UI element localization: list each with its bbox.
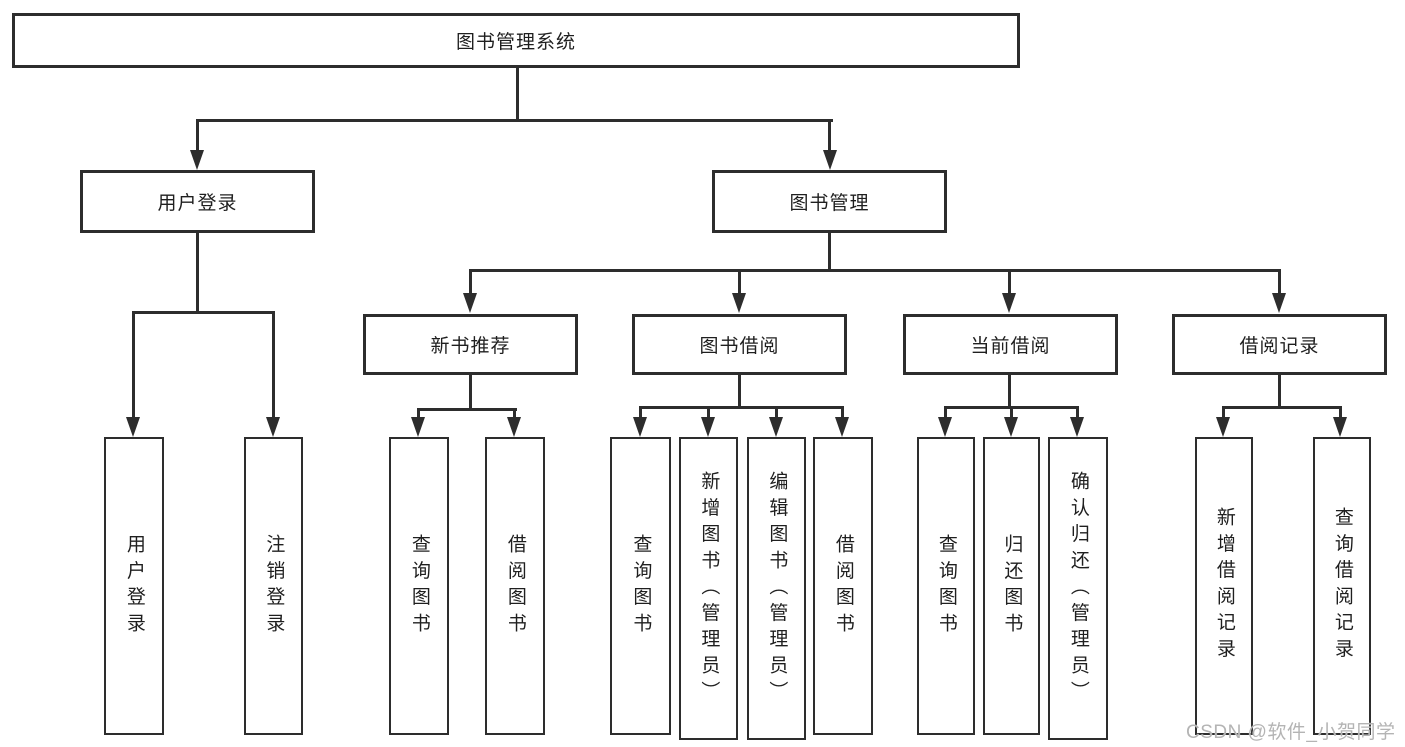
connector-line	[841, 406, 844, 420]
arrow-down-icon	[411, 417, 425, 437]
leaf-label: 查询图书	[935, 533, 957, 639]
arrow-down-icon	[190, 150, 204, 170]
connector-line	[1339, 406, 1342, 420]
arrow-down-icon	[1002, 293, 1016, 313]
leaf-search-book-2: 查询图书	[610, 437, 671, 735]
connector-line	[196, 233, 199, 314]
connector-line	[469, 269, 1281, 272]
node-current-borrow: 当前借阅	[903, 314, 1118, 375]
connector-line	[513, 408, 516, 420]
leaf-label: 用户登录	[123, 533, 145, 639]
node-new-book-recommend: 新书推荐	[363, 314, 578, 375]
connector-line	[1222, 406, 1342, 409]
leaf-label: 借阅图书	[504, 533, 526, 639]
arrow-down-icon	[938, 417, 952, 437]
leaf-label: 新增图书（管理员）	[698, 470, 720, 707]
arrow-down-icon	[1333, 417, 1347, 437]
arrow-down-icon	[701, 417, 715, 437]
connector-line	[1278, 375, 1281, 409]
arrow-down-icon	[1272, 293, 1286, 313]
leaf-search-borrow-record: 查询借阅记录	[1313, 437, 1371, 735]
connector-line	[639, 406, 844, 409]
arrow-down-icon	[126, 417, 140, 437]
connector-line	[196, 119, 833, 122]
connector-line	[775, 406, 778, 420]
arrow-down-icon	[823, 150, 837, 170]
leaf-confirm-return-admin: 确认归还（管理员）	[1048, 437, 1108, 740]
leaf-search-book-3: 查询图书	[917, 437, 975, 735]
leaf-add-borrow-record: 新增借阅记录	[1195, 437, 1253, 735]
node-book-borrow: 图书借阅	[632, 314, 847, 375]
arrow-down-icon	[507, 417, 521, 437]
connector-line	[417, 408, 420, 420]
connector-line	[469, 269, 472, 295]
connector-line	[132, 311, 135, 419]
arrow-down-icon	[1070, 417, 1084, 437]
leaf-label: 编辑图书（管理员）	[766, 470, 788, 707]
arrow-down-icon	[1216, 417, 1230, 437]
arrow-down-icon	[633, 417, 647, 437]
connector-line	[828, 233, 831, 272]
connector-line	[1076, 406, 1079, 420]
connector-line	[828, 119, 831, 153]
node-root: 图书管理系统	[12, 13, 1020, 68]
connector-line	[272, 311, 275, 419]
arrow-down-icon	[1004, 417, 1018, 437]
leaf-add-book-admin: 新增图书（管理员）	[679, 437, 738, 740]
leaf-return-book: 归还图书	[983, 437, 1040, 735]
connector-line	[196, 119, 199, 153]
connector-line	[469, 375, 472, 411]
leaf-logout: 注销登录	[244, 437, 303, 735]
connector-line	[738, 375, 741, 409]
arrow-down-icon	[769, 417, 783, 437]
connector-line	[132, 311, 274, 314]
connector-line	[1008, 375, 1011, 409]
leaf-search-book-1: 查询图书	[389, 437, 449, 735]
leaf-borrow-book-2: 借阅图书	[813, 437, 873, 735]
leaf-label: 查询图书	[630, 533, 652, 639]
arrow-down-icon	[266, 417, 280, 437]
connector-line	[738, 269, 741, 295]
leaf-label: 查询借阅记录	[1331, 507, 1353, 665]
leaf-label: 归还图书	[1001, 533, 1023, 639]
leaf-label: 借阅图书	[832, 533, 854, 639]
leaf-label: 确认归还（管理员）	[1067, 470, 1089, 707]
leaf-borrow-book-1: 借阅图书	[485, 437, 545, 735]
connector-line	[944, 406, 947, 420]
leaf-edit-book-admin: 编辑图书（管理员）	[747, 437, 806, 740]
arrow-down-icon	[835, 417, 849, 437]
connector-line	[516, 68, 519, 120]
arrow-down-icon	[732, 293, 746, 313]
connector-line	[1222, 406, 1225, 420]
connector-line	[417, 408, 517, 411]
leaf-user-login: 用户登录	[104, 437, 164, 735]
node-user-login: 用户登录	[80, 170, 315, 233]
csdn-watermark: CSDN @软件_小贺同学	[1186, 722, 1396, 743]
connector-line	[1008, 269, 1011, 295]
leaf-label: 新增借阅记录	[1213, 507, 1235, 665]
arrow-down-icon	[463, 293, 477, 313]
node-borrow-record: 借阅记录	[1172, 314, 1387, 375]
connector-line	[707, 406, 710, 420]
connector-line	[639, 406, 642, 420]
leaf-label: 查询图书	[408, 533, 430, 639]
connector-line	[1278, 269, 1281, 295]
leaf-label: 注销登录	[263, 533, 285, 639]
node-book-management: 图书管理	[712, 170, 947, 233]
connector-line	[1010, 406, 1013, 420]
